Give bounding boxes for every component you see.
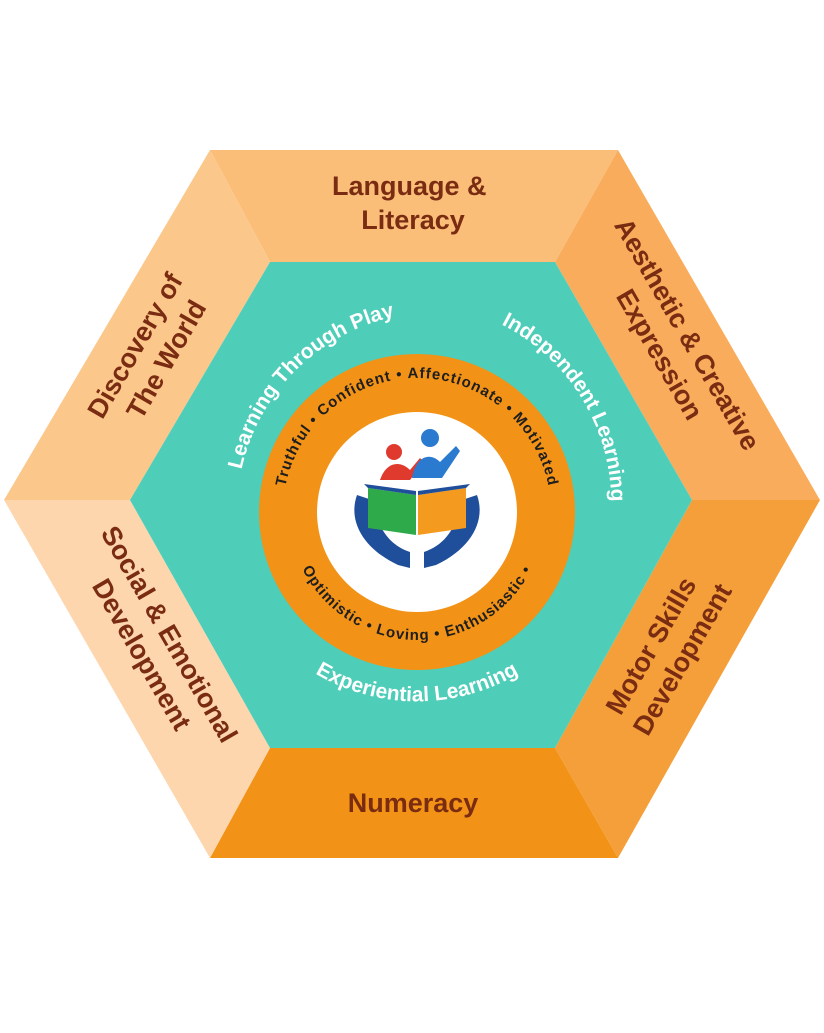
segment-upper-right	[555, 150, 820, 500]
segment-top	[210, 150, 618, 262]
logo-circle	[317, 412, 517, 612]
segment-lower-right	[555, 500, 820, 858]
segment-bottom-label: Numeracy	[348, 788, 479, 818]
book-hands-children-logo-icon	[354, 429, 480, 568]
segment-bottom	[210, 748, 618, 858]
segment-lower-left	[4, 500, 270, 858]
segment-upper-left	[4, 150, 270, 500]
segment-top-label: Language & Literacy	[332, 171, 494, 235]
